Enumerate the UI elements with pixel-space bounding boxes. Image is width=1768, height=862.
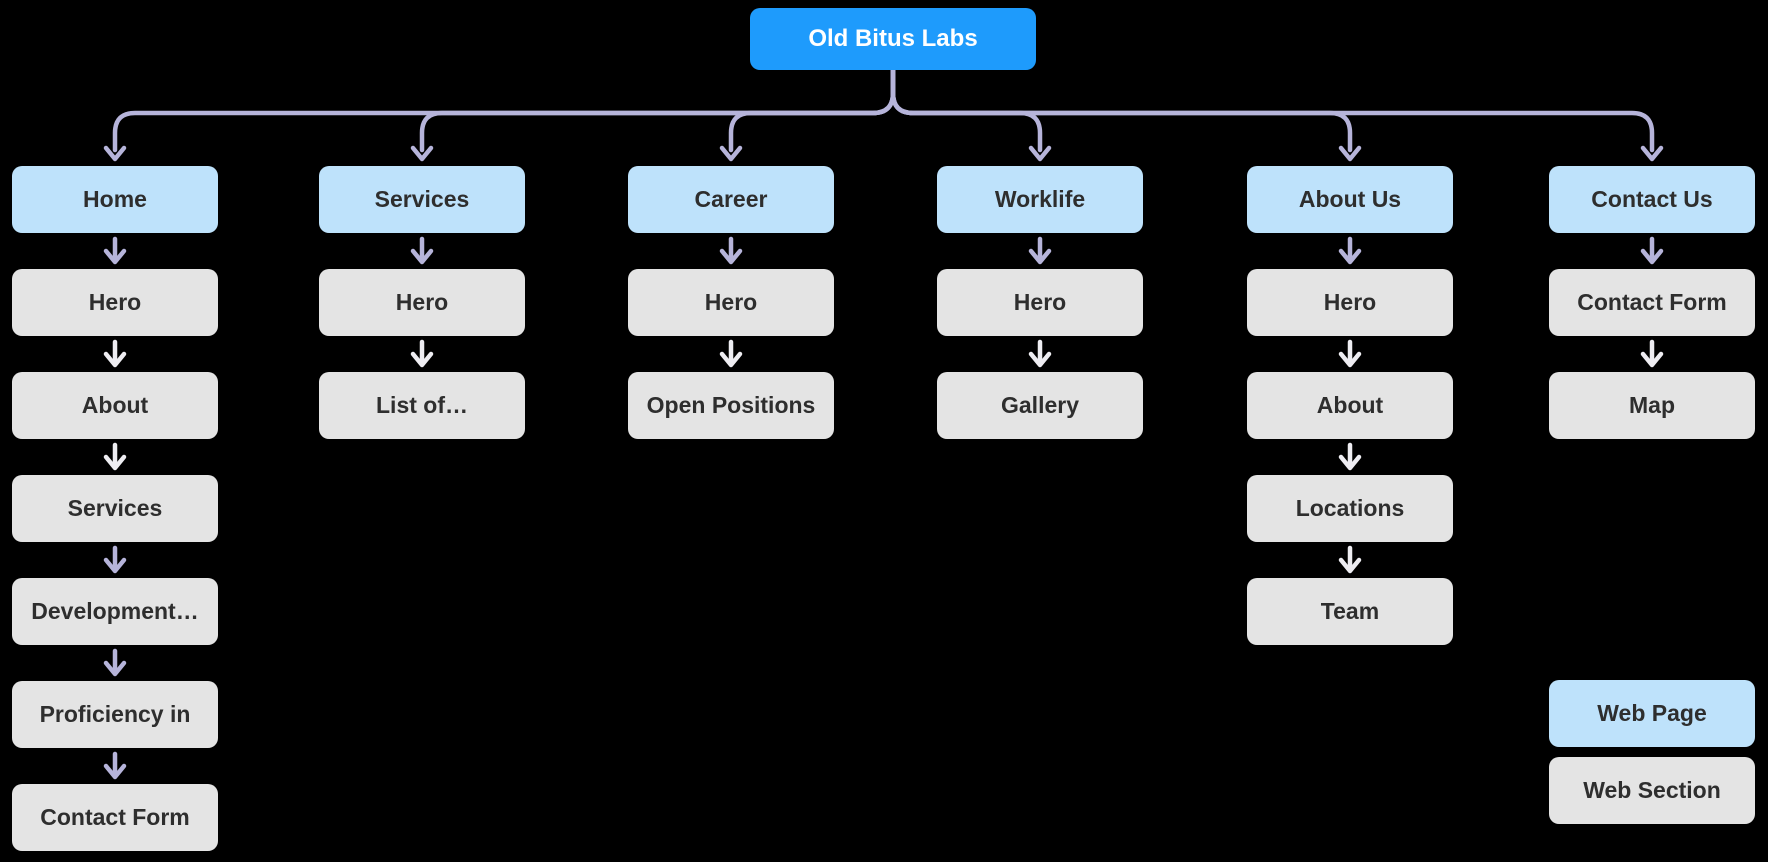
connector-line [890, 67, 1043, 153]
connector-line [1028, 145, 1052, 162]
connector-line [103, 763, 127, 780]
page-node-services[interactable]: Services [319, 166, 525, 233]
section-node-home-services[interactable]: Services [12, 475, 218, 542]
connector-line [1640, 248, 1664, 265]
connector-line [890, 67, 1353, 153]
section-node-worklife-gallery[interactable]: Gallery [937, 372, 1143, 439]
connector-line [1640, 145, 1664, 162]
connector-line [103, 454, 127, 471]
page-node-home[interactable]: Home [12, 166, 218, 233]
section-node-home-contact-form[interactable]: Contact Form [12, 784, 218, 851]
root-node-old-bitus-labs[interactable]: Old Bitus Labs [750, 8, 1036, 70]
section-node-contact-us-contact-form[interactable]: Contact Form [1549, 269, 1755, 336]
connector-line [719, 145, 743, 162]
page-node-career[interactable]: Career [628, 166, 834, 233]
connector-line [1338, 351, 1362, 368]
connector-line [1640, 351, 1664, 368]
connector-line [103, 351, 127, 368]
section-node-about-us-locations[interactable]: Locations [1247, 475, 1453, 542]
connector-line [1338, 145, 1362, 162]
section-node-worklife-hero[interactable]: Hero [937, 269, 1143, 336]
legend-web-section: Web Section [1549, 757, 1755, 824]
connector-line [103, 248, 127, 265]
section-node-home-hero[interactable]: Hero [12, 269, 218, 336]
connector-line [1338, 454, 1362, 471]
connector-line [1338, 557, 1362, 574]
section-node-about-us-team[interactable]: Team [1247, 578, 1453, 645]
connector-line [719, 248, 743, 265]
connector-line [410, 248, 434, 265]
section-node-home-proficiency-in[interactable]: Proficiency in [12, 681, 218, 748]
connector-line [103, 557, 127, 574]
connector-line [410, 145, 434, 162]
connector-line [103, 145, 127, 162]
section-node-home-about[interactable]: About [12, 372, 218, 439]
page-node-about-us[interactable]: About Us [1247, 166, 1453, 233]
connector-line [728, 67, 896, 153]
connector-line [890, 67, 1655, 153]
connector-line [419, 67, 896, 153]
connector-line [1028, 351, 1052, 368]
section-node-about-us-hero[interactable]: Hero [1247, 269, 1453, 336]
section-node-services-list-of[interactable]: List of… [319, 372, 525, 439]
legend-web-page: Web Page [1549, 680, 1755, 747]
connector-line [103, 660, 127, 677]
section-node-home-development[interactable]: Development… [12, 578, 218, 645]
page-node-contact-us[interactable]: Contact Us [1549, 166, 1755, 233]
page-node-worklife[interactable]: Worklife [937, 166, 1143, 233]
section-node-career-open-positions[interactable]: Open Positions [628, 372, 834, 439]
section-node-services-hero[interactable]: Hero [319, 269, 525, 336]
connector-line [112, 67, 896, 153]
section-node-career-hero[interactable]: Hero [628, 269, 834, 336]
section-node-contact-us-map[interactable]: Map [1549, 372, 1755, 439]
connector-line [1028, 248, 1052, 265]
connector-line [1338, 248, 1362, 265]
connector-line [719, 351, 743, 368]
connector-line [410, 351, 434, 368]
section-node-about-us-about[interactable]: About [1247, 372, 1453, 439]
